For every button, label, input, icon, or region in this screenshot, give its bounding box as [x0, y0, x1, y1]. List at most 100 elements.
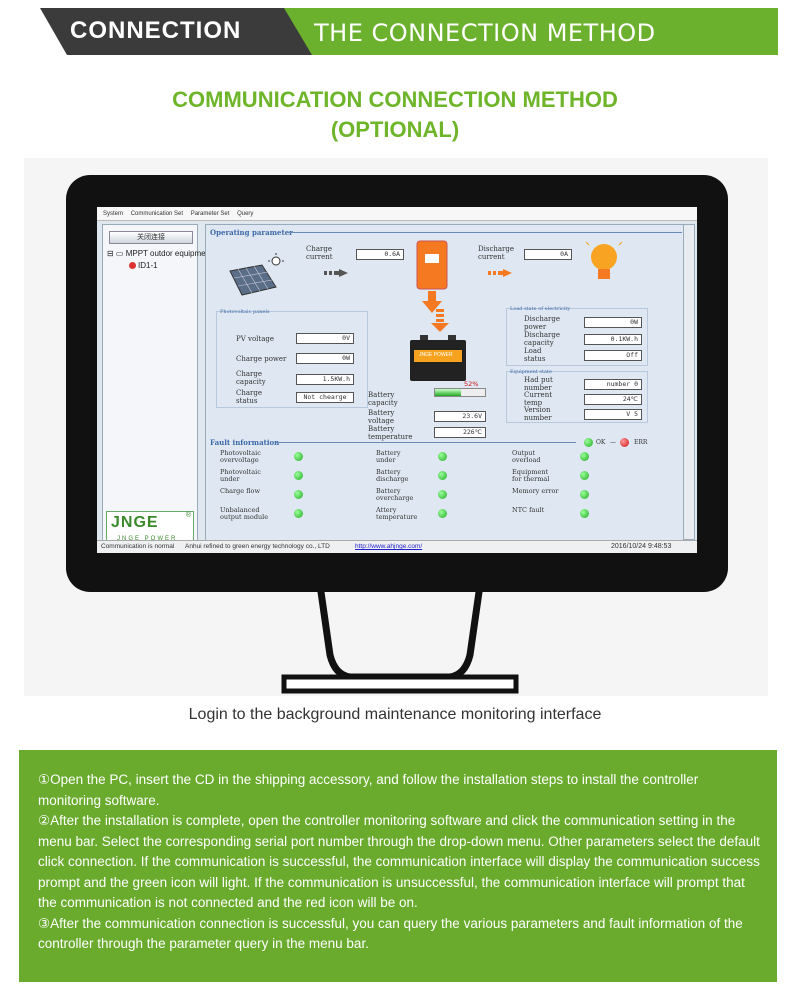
charge-capacity-value: 1.5KW.h	[296, 374, 354, 385]
battery-icon	[410, 335, 466, 381]
fault-status-ok-icon	[294, 509, 303, 518]
fault-label: Charge flow	[220, 487, 261, 495]
fault-status-ok-icon	[580, 471, 589, 480]
operating-parameter-heading: Operating parameter	[210, 228, 293, 237]
vertical-scrollbar[interactable]	[683, 224, 695, 540]
fault-status-ok-icon	[580, 452, 589, 461]
menu-query[interactable]: Query	[237, 211, 254, 217]
battery-brand: JNGE POWER	[419, 352, 453, 358]
page-title: COMMUNICATION CONNECTION METHOD (OPTIONA…	[0, 85, 790, 145]
discharge-capacity-value: 0.1KW.h	[584, 334, 642, 345]
fault-label: NTC fault	[512, 506, 545, 514]
equipment-state-group	[506, 371, 648, 423]
current-temp-label: Current temp	[524, 391, 553, 407]
charge-power-label: Charge power	[236, 355, 287, 363]
charge-current-value: 0.6A	[356, 249, 404, 260]
charge-current-label: Charge current	[306, 245, 333, 261]
battery-percent: 52%	[464, 380, 479, 388]
fault-label: Battery overcharge	[376, 487, 414, 502]
fault-label: Photovoltaic overvoltage	[220, 449, 261, 464]
battery-capacity-label: Battery capacity	[368, 391, 398, 407]
software-screen: System Communication Set Parameter Set Q…	[97, 207, 697, 553]
fault-label: Battery under	[376, 449, 401, 464]
fault-label: Memory error	[512, 487, 559, 495]
monitor-stand	[281, 585, 519, 694]
pv-voltage-value: 0V	[296, 333, 354, 344]
fault-status-ok-icon	[294, 490, 303, 499]
had-put-number-label: Had put number	[524, 376, 553, 392]
datetime-text: 2016/10/24 9:48:53	[611, 543, 672, 550]
solar-panel-icon	[229, 253, 284, 296]
fault-label: Photovoltaic under	[220, 468, 261, 483]
fault-status-ok-icon	[294, 452, 303, 461]
page-title-line2: (OPTIONAL)	[330, 117, 460, 142]
discharge-capacity-label: Discharge capacity	[524, 331, 561, 347]
monitor-camera-dot	[391, 567, 401, 577]
close-connection-button[interactable]: 关闭连接	[109, 231, 193, 244]
status-text: Communication is normal	[101, 543, 175, 550]
charge-status-label: Charge status	[236, 389, 263, 405]
fault-label: Battery discharge	[376, 468, 409, 483]
arrow-down-icon	[431, 309, 449, 332]
instruction-step-1: ①Open the PC, insert the CD in the shipp…	[38, 772, 699, 808]
main-content-panel: Operating parameter Charge current 0.6A …	[205, 224, 685, 542]
instruction-step-2: ②After the installation is complete, ope…	[38, 813, 760, 910]
pv-voltage-label: PV voltage	[236, 335, 275, 343]
fault-label: Output overload	[512, 449, 541, 464]
arrow-right-icon	[324, 269, 348, 277]
discharge-power-value: 0W	[584, 317, 642, 328]
menu-system[interactable]: System	[103, 211, 124, 217]
discharge-power-label: Discharge power	[524, 315, 561, 331]
battery-capacity-fill	[435, 389, 461, 396]
equipment-state-title: Equipment state	[510, 369, 552, 375]
fault-status-ok-icon	[438, 490, 447, 499]
fault-status-ok-icon	[580, 490, 589, 499]
device-sidebar: 关闭连接 ⊟ ▭ MPPT outdor equipment ID1-1 JNG…	[102, 224, 212, 551]
load-status-label: Load status	[524, 347, 546, 363]
pv-panel-group	[216, 311, 368, 408]
company-text: Anhui refined to green energy technology…	[185, 543, 330, 550]
battery-temperature-value: 226℃	[434, 427, 486, 438]
menu-bar: System Communication Set Parameter Set Q…	[97, 207, 697, 221]
tree-root-label: MPPT outdor equipment	[125, 249, 213, 258]
fault-label: Attery temperature	[376, 506, 418, 521]
fault-status-ok-icon	[580, 509, 589, 518]
discharge-current-value: 0A	[524, 249, 572, 260]
tree-child-item[interactable]: ID1-1	[129, 261, 158, 270]
err-legend-icon	[620, 438, 629, 447]
fault-status-ok-icon	[438, 452, 447, 461]
charge-capacity-label: Charge capacity	[236, 370, 266, 386]
website-link[interactable]: http://www.ahjnge.com/	[355, 543, 423, 550]
status-bar: Communication is normal Anhui refined to…	[97, 540, 697, 553]
screenshot-caption: Login to the background maintenance moni…	[188, 706, 602, 723]
had-put-number-value: number 0	[584, 379, 642, 390]
current-temp-value: 24℃	[584, 394, 642, 405]
bulb-icon	[586, 241, 622, 279]
load-state-title: Load state of electricity	[510, 306, 571, 312]
charge-status-value: Not chearge	[296, 392, 354, 403]
discharge-current-label: Discharge current	[478, 245, 515, 261]
charge-power-value: 0W	[296, 353, 354, 364]
version-number-label: Version number	[524, 406, 552, 422]
instructions-box: ①Open the PC, insert the CD in the shipp…	[19, 750, 777, 982]
fault-divider	[276, 442, 576, 443]
fault-info-heading: Fault information	[210, 438, 280, 447]
battery-voltage-value: 23.6V	[434, 411, 486, 422]
logo-subtext: JNGE POWER	[117, 536, 178, 542]
menu-communication-set[interactable]: Communication Set	[130, 211, 184, 217]
header-banner-shape	[40, 8, 778, 55]
fault-label: Equipment for thermal	[512, 468, 550, 483]
logo-registered: ®	[185, 512, 191, 519]
fault-status-ok-icon	[438, 509, 447, 518]
fault-status-ok-icon	[438, 471, 447, 480]
controller-icon	[416, 240, 448, 313]
header-left-text: CONNECTION	[70, 17, 242, 44]
disconnected-icon	[129, 262, 136, 269]
load-state-group	[506, 308, 648, 366]
menu-parameter-set[interactable]: Parameter Set	[190, 211, 230, 217]
tree-child-label: ID1-1	[138, 261, 158, 270]
tree-root-item[interactable]: ⊟ ▭ MPPT outdor equipment	[107, 249, 213, 258]
fault-label: Unbalanced output module	[220, 506, 269, 521]
arrow-right-icon	[488, 269, 512, 277]
